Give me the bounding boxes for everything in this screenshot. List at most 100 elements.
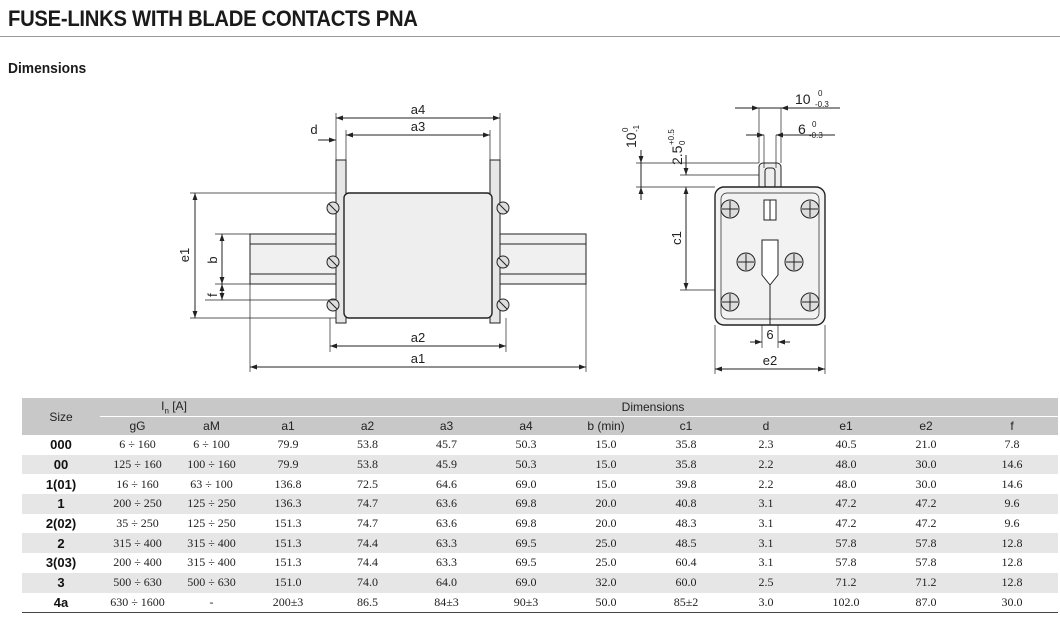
cell-a1: 151.3 [248,533,328,554]
cell-e2: 21.0 [915,437,937,452]
tol-v10: 10 [623,132,639,148]
cell-f: 9.6 [966,494,1059,514]
cell-a1: 151.0 [248,572,328,593]
cell-size: 2(02) [45,516,77,532]
cell-a4: 50.3 [515,437,537,452]
cell-d: 2.2 [726,454,806,475]
front-view-labels: 10 0 -0.3 6 0 -0.3 10 0 -1 2.5 +0.5 0 c1… [621,89,829,368]
cell-a4: 69.0 [515,476,537,491]
cell-c1: 85±2 [646,592,726,614]
tol-6-sub: -0.3 [809,131,823,140]
cell-e1: 47.2 [835,516,857,531]
label-b: b [205,256,220,263]
cell-a1: 136.3 [248,494,328,514]
cell-a1: 79.9 [248,454,328,475]
cell-a3: 63.3 [436,555,457,570]
cell-b: 20.0 [566,494,646,514]
cell-a3: 63.3 [407,533,486,554]
header-dimensions: Dimensions [248,398,1059,417]
cell-e1: 71.2 [806,572,886,593]
header-c1: c1 [646,416,726,435]
cell-a1: 136.8 [274,476,302,491]
cell-a1: 151.3 [274,516,302,531]
cell-a2: 74.4 [328,533,407,554]
cell-aM: 63 ÷ 100 [190,476,233,491]
cell-gG: 200 ÷ 400 [113,555,162,570]
cell-size: 1 [22,494,100,514]
dimensions-table: Size In [A] Dimensions gG aM a1 a2 a3 a4… [22,398,1059,614]
cell-c1: 40.8 [646,494,726,514]
cell-f: 12.8 [966,533,1059,554]
cell-b: 15.0 [595,437,617,452]
cell-e1: 57.8 [806,533,886,554]
cell-e2: 47.2 [886,494,966,514]
cell-e2: 30.0 [886,454,966,475]
cell-a3: 64.6 [436,476,457,491]
cell-gG: 35 ÷ 250 [116,516,159,531]
cell-a2: 74.0 [328,572,407,593]
label-f: f [205,293,220,297]
cell-size: 1(01) [45,476,77,492]
tol-v10-sup: 0 [621,127,630,132]
section-heading: Dimensions [8,60,87,77]
front-view [636,105,840,374]
cell-a2: 74.7 [328,494,407,514]
side-view-labels: a4 a3 d a2 a1 e1 b f [177,102,425,366]
header-a4: a4 [486,416,566,435]
tol-v10-sub: -1 [632,124,641,132]
cell-e1: 102.0 [806,592,886,614]
cell-f: 14.6 [966,454,1059,475]
cell-size: 3(03) [45,555,77,571]
side-view [190,113,587,372]
tol-10-sup: 0 [818,89,823,98]
cell-a1: 200±3 [248,592,328,614]
cell-e1: 57.8 [835,555,857,570]
cell-e2: 57.8 [886,533,966,554]
label-6: 6 [766,327,773,342]
header-a3: a3 [407,416,486,435]
cell-d: 2.2 [758,476,774,491]
tol-6: 6 [798,121,806,137]
cell-f: 12.8 [1001,555,1023,570]
cell-a1: 151.3 [274,555,302,570]
label-d: d [310,122,317,137]
cell-e2: 57.8 [915,555,937,570]
cell-b: 25.0 [595,555,617,570]
cell-c1: 39.8 [675,476,697,491]
cell-a4: 50.3 [486,454,566,475]
cell-a2: 74.7 [357,516,378,531]
header-e1: e1 [806,416,886,435]
cell-a4: 69.8 [515,516,537,531]
fuse-body [343,192,493,319]
cell-a3: 64.0 [407,572,486,593]
title-divider [0,36,1060,37]
cell-a3: 45.7 [436,437,457,452]
cell-e2: 87.0 [886,592,966,614]
cell-b: 25.0 [566,533,646,554]
label-a3: a3 [411,119,425,134]
cell-a3: 63.6 [407,494,486,514]
header-e2: e2 [886,416,966,435]
cell-gG: 6 ÷ 160 [119,437,156,452]
screw-icons [326,201,510,312]
tol-10-sub: -0.3 [815,100,829,109]
cell-a2: 86.5 [328,592,407,614]
cell-aM: - [175,592,248,614]
cell-gG: 315 ÷ 400 [100,533,175,554]
cell-e1: 48.0 [806,454,886,475]
header-f: f [966,416,1059,435]
cell-f: 30.0 [966,592,1059,614]
label-e2: e2 [763,353,777,368]
tol-10: 10 [795,91,811,107]
header-size: Size [22,398,100,435]
cell-aM: 315 ÷ 400 [187,555,236,570]
header-rated-current: In [A] [100,398,248,417]
cell-f: 14.6 [1001,476,1023,491]
